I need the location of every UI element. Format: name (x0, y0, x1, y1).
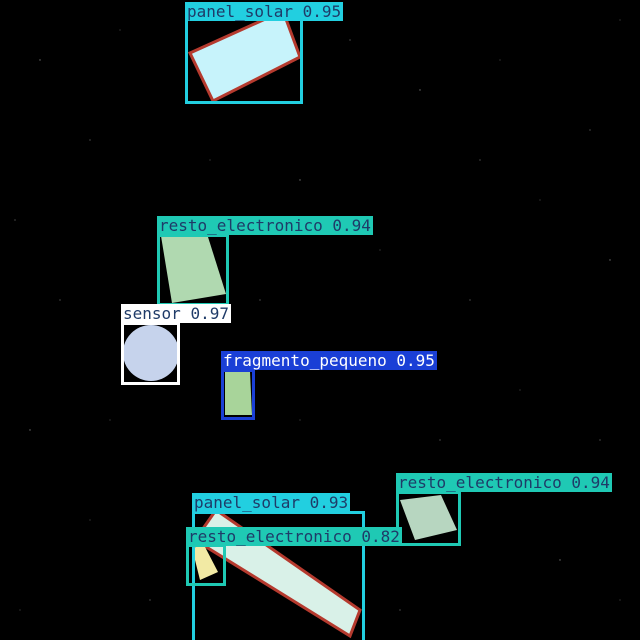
small-fragment-object (225, 372, 252, 415)
confidence-score: 0.94 (332, 216, 371, 235)
class-name: resto_electronico (398, 473, 562, 492)
detection-label: resto_electronico 0.94 (396, 473, 612, 492)
class-name: resto_electronico (188, 527, 352, 546)
electronic-debris-object (400, 495, 457, 540)
bounding-box (192, 511, 365, 640)
detection-label: panel_solar 0.95 (185, 2, 344, 21)
starfield (14, 19, 621, 611)
confidence-score: 0.93 (309, 493, 349, 512)
electronic-debris-object (161, 236, 226, 303)
confidence-score: 0.95 (396, 351, 435, 370)
detection-label: panel_solar 0.93 (192, 493, 351, 512)
bounding-box (221, 369, 255, 420)
confidence-score: 0.95 (302, 2, 342, 21)
bounding-box (186, 544, 226, 586)
detection-label: fragmento_pequeno 0.95 (221, 351, 437, 370)
electronic-debris-object (192, 545, 218, 580)
class-name: panel_solar (187, 2, 293, 21)
class-name: sensor (123, 304, 181, 323)
bounding-box (396, 491, 461, 546)
sensor-object (123, 325, 179, 381)
detection-label: resto_electronico 0.82 (186, 527, 402, 546)
class-name: resto_electronico (159, 216, 323, 235)
confidence-score: 0.82 (361, 527, 400, 546)
class-name: panel_solar (194, 493, 300, 512)
bounding-box (185, 18, 303, 104)
confidence-score: 0.97 (190, 304, 229, 323)
detection-label: sensor 0.97 (121, 304, 231, 323)
detection-label: resto_electronico 0.94 (157, 216, 373, 235)
bounding-box (121, 322, 180, 385)
confidence-score: 0.94 (571, 473, 610, 492)
class-name: fragmento_pequeno (223, 351, 387, 370)
bounding-box (157, 234, 229, 306)
